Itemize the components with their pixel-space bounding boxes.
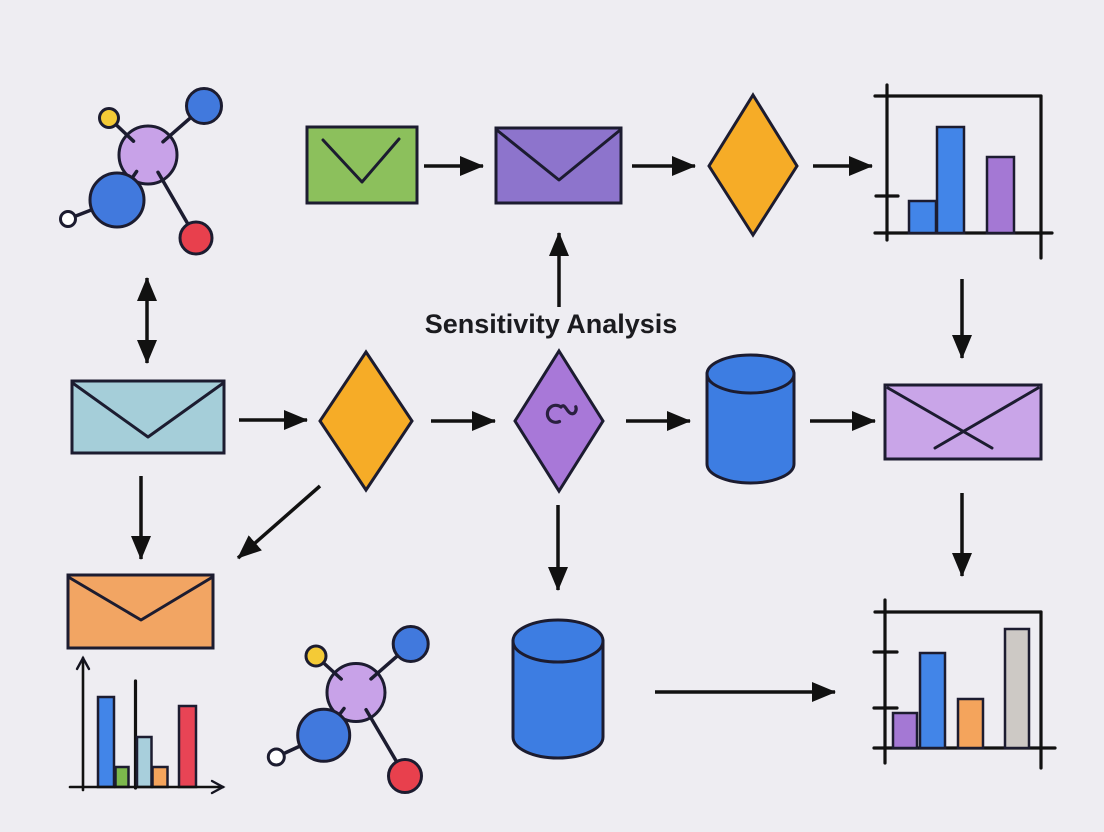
envelope-green [305,125,419,205]
atom-blue-circle [185,87,223,125]
bar [985,155,1016,235]
bar [96,695,116,789]
bar-chart-bottom-right [872,598,1057,770]
cylinder-top [705,353,796,395]
bar [135,735,153,789]
atom-red-circle [387,758,423,794]
squiggle-icon [545,403,578,424]
molecule-icon-top-left [59,87,223,256]
cylinder-body [511,639,605,760]
bar-chart-top-right [873,83,1054,260]
envelope-flap [496,129,621,182]
atom-blue-circle [296,707,352,763]
decision-diamond-top [707,92,799,238]
atom-red-circle [178,220,214,256]
atom-yellow-circle [98,107,120,129]
bar-chart-bottom-left [68,655,226,795]
envelope-purple [494,126,623,205]
bar [114,765,130,789]
cylinder-body [705,372,796,485]
arrow-diagonal-diamond-to-orange [236,484,322,560]
envelope-body [494,126,623,205]
envelope-lilac-x [883,383,1043,461]
bar [918,651,947,750]
atom-yellow-circle [304,644,328,668]
database-cylinder-middle [705,353,796,485]
atom-white-circle [266,747,286,767]
decision-diamond-purple [513,348,605,494]
envelope-body [66,573,215,650]
envelope-teal [70,379,226,455]
envelope-cross-line [886,386,994,450]
bar [177,704,198,789]
envelope-check-mark [321,137,401,184]
envelope-cross-line [933,386,1040,450]
envelope-flap [72,382,224,439]
atom-blue-circle [391,625,430,663]
envelope-body [883,383,1043,461]
envelope-body [305,125,419,205]
sensitivity-analysis-label: Sensitivity Analysis [425,309,678,339]
atom-blue-circle [88,171,146,229]
bar [935,125,966,235]
bar [1003,627,1031,750]
bar [151,765,169,789]
envelope-orange [66,573,215,650]
bar [907,199,938,235]
envelope-body [70,379,226,455]
bar [956,697,985,750]
envelope-flap [68,576,213,622]
atom-white-circle [59,210,77,228]
bar [891,711,919,750]
cylinder-top [511,618,605,664]
decision-diamond-middle [318,349,414,493]
molecule-icon-bottom [266,625,430,794]
database-cylinder-bottom [511,618,605,760]
